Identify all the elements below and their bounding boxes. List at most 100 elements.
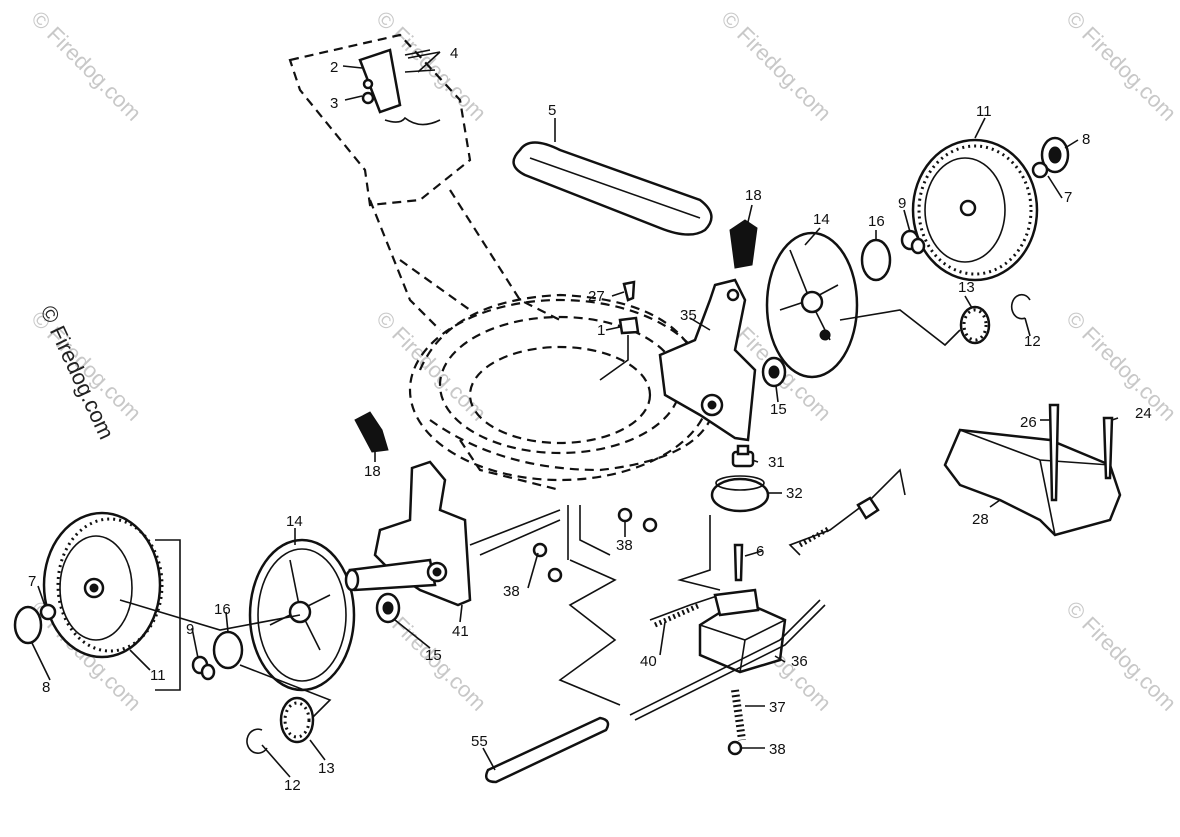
callout-31: 31 bbox=[768, 454, 785, 471]
callout-9-right: 9 bbox=[898, 195, 906, 212]
callout-8-left: 8 bbox=[42, 679, 50, 696]
callout-55: 55 bbox=[471, 733, 488, 750]
callout-11-left: 11 bbox=[150, 667, 166, 684]
callout-11-right: 11 bbox=[976, 103, 992, 120]
callout-40: 40 bbox=[640, 653, 657, 670]
watermark-layer: © Firedog.com © Firedog.com © Firedog.co… bbox=[26, 6, 1180, 716]
line-1 bbox=[599, 335, 629, 381]
left-wheel-cover bbox=[248, 538, 356, 692]
callout-16-right: 16 bbox=[868, 213, 885, 230]
left-rear-wheel bbox=[42, 511, 164, 659]
callout-28: 28 bbox=[972, 511, 989, 528]
callout-12-left: 12 bbox=[284, 777, 301, 794]
callout-13-right: 13 bbox=[958, 279, 975, 296]
callout-12-right: 12 bbox=[1024, 333, 1041, 350]
nut-38-e bbox=[727, 740, 743, 756]
callout-18-lower: 18 bbox=[364, 463, 381, 480]
callout-1: 1 bbox=[597, 322, 605, 339]
drive-gear-right bbox=[959, 305, 991, 345]
callout-5: 5 bbox=[548, 102, 556, 119]
callout-15-left: 15 bbox=[425, 647, 442, 664]
callout-38-a: 38 bbox=[616, 537, 633, 554]
watermark-6: © Firedog.com bbox=[371, 306, 491, 426]
rod-55 bbox=[485, 716, 610, 784]
washer-16-right bbox=[860, 238, 892, 282]
handle-control-part bbox=[358, 48, 441, 126]
clip-12-right bbox=[1010, 293, 1031, 320]
callout-14-left: 14 bbox=[286, 513, 303, 530]
callout-41: 41 bbox=[452, 623, 469, 640]
screw-6 bbox=[733, 543, 744, 582]
bearing-15-right bbox=[761, 356, 787, 388]
nut-38-c bbox=[532, 542, 548, 558]
hubcap-right bbox=[1040, 136, 1070, 174]
callout-16-left: 16 bbox=[214, 601, 231, 618]
hubcap-left bbox=[13, 605, 43, 645]
callout-7-left: 7 bbox=[28, 573, 36, 590]
spring-upper bbox=[798, 525, 832, 548]
watermark-8: © Firedog.com bbox=[1061, 306, 1180, 426]
bolt-24 bbox=[1102, 416, 1114, 480]
callout-8-right: 8 bbox=[1082, 131, 1090, 148]
shield-28 bbox=[943, 428, 1122, 537]
cover-32 bbox=[710, 475, 770, 513]
shield-18-lower bbox=[354, 411, 389, 453]
callout-15-right: 15 bbox=[770, 401, 787, 418]
callout-26: 26 bbox=[1020, 414, 1037, 431]
callout-14-right: 14 bbox=[813, 211, 830, 228]
axle-line-left bbox=[119, 599, 301, 631]
callout-36: 36 bbox=[791, 653, 808, 670]
stud-lines bbox=[469, 505, 611, 560]
drive-bracket-35 bbox=[658, 278, 757, 442]
callout-2: 2 bbox=[330, 59, 338, 76]
callout-24: 24 bbox=[1135, 405, 1152, 422]
watermark-1: © Firedog.com bbox=[26, 6, 146, 126]
nut-38-d bbox=[547, 567, 563, 583]
cap-31 bbox=[731, 444, 755, 468]
drive-bracket-41 bbox=[344, 460, 472, 607]
spring-40 bbox=[653, 602, 702, 628]
callout-38-c: 38 bbox=[769, 741, 786, 758]
watermark-12: © Firedog.com bbox=[1061, 596, 1180, 716]
clip-12-left bbox=[246, 728, 268, 754]
bolt-26 bbox=[1048, 403, 1060, 502]
nut-7-right bbox=[1031, 161, 1049, 179]
callout-labels: 2 3 4 5 18 14 16 9 11 8 7 13 12 27 1 35 … bbox=[28, 45, 1152, 794]
gear-line-left bbox=[239, 664, 332, 721]
leader-lines bbox=[31, 51, 1119, 778]
washer-16-left bbox=[212, 630, 244, 670]
spacer-9b-right bbox=[910, 237, 926, 255]
callout-7-right: 7 bbox=[1064, 189, 1072, 206]
callout-6: 6 bbox=[756, 543, 764, 560]
callout-37: 37 bbox=[769, 699, 786, 716]
callout-38-b: 38 bbox=[503, 583, 520, 600]
callout-9-left: 9 bbox=[186, 621, 194, 638]
spacer-9b-left bbox=[200, 663, 216, 681]
screw-27 bbox=[622, 280, 636, 302]
drive-gear-left bbox=[279, 696, 315, 744]
watermark-3: © Firedog.com bbox=[716, 6, 836, 126]
clip-1 bbox=[618, 316, 640, 335]
callout-32: 32 bbox=[786, 485, 803, 502]
deck-outline bbox=[288, 33, 712, 492]
nut-38-b bbox=[642, 517, 658, 533]
callout-27: 27 bbox=[588, 288, 605, 305]
nut-38-a bbox=[617, 507, 633, 523]
shield-18-upper bbox=[729, 219, 758, 269]
spring-connector bbox=[856, 496, 880, 520]
callout-35: 35 bbox=[680, 307, 697, 324]
spring-40-line bbox=[649, 594, 721, 621]
right-wheel-cover bbox=[765, 231, 859, 379]
callout-13-left: 13 bbox=[318, 760, 335, 777]
bearing-15-left bbox=[375, 592, 401, 624]
bracket-line-left bbox=[155, 539, 181, 691]
nut-7-left bbox=[39, 603, 57, 621]
right-rear-wheel bbox=[911, 138, 1039, 282]
control-cable bbox=[788, 468, 906, 556]
transmission-36 bbox=[629, 588, 826, 741]
watermark-4: © Firedog.com bbox=[1061, 6, 1180, 126]
axle-line-right bbox=[839, 309, 961, 347]
drive-belt bbox=[512, 141, 713, 236]
callout-4: 4 bbox=[450, 45, 458, 62]
